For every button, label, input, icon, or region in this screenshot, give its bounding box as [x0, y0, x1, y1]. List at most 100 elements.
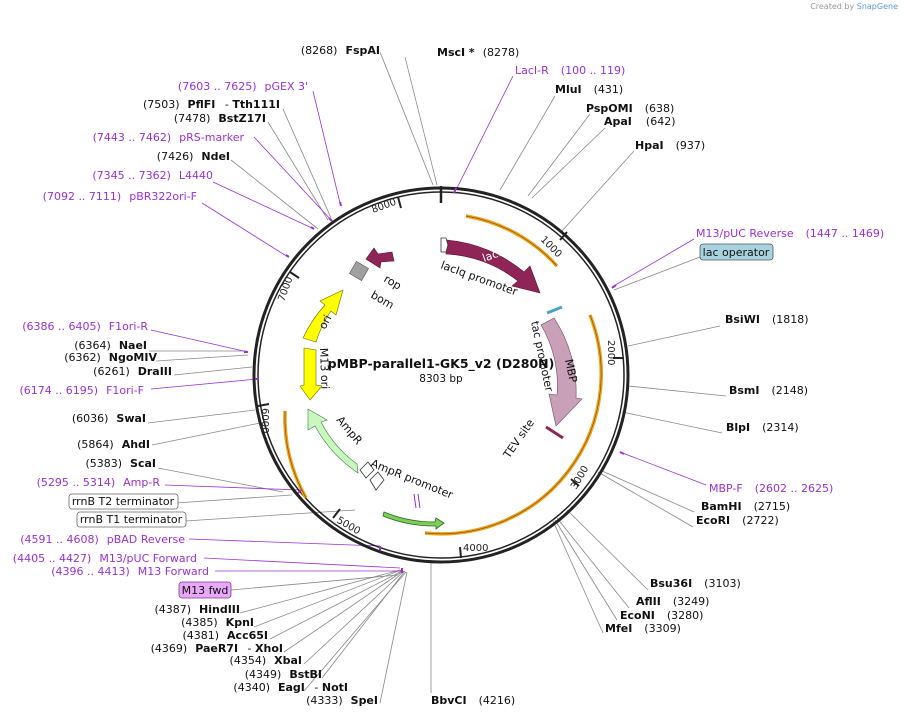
- svg-text:(4381)Acc65I: (4381)Acc65I: [182, 629, 268, 642]
- enzyme-bbvci[interactable]: BbvCI: [431, 694, 467, 707]
- svg-text:(6174 .. 6195)F1ori-F: (6174 .. 6195)F1ori-F: [20, 384, 145, 397]
- enzyme-kpnI[interactable]: KpnI: [226, 616, 254, 629]
- tick-6000: 6000: [259, 408, 270, 433]
- primer-m13puc-reverse[interactable]: M13/pUC Reverse: [696, 227, 794, 240]
- lac-operator-label: lac operator: [703, 246, 770, 259]
- svg-text:MscI *(8278): MscI *(8278): [437, 46, 519, 59]
- primer-l4440[interactable]: L4440: [179, 169, 213, 182]
- enzyme-paer7i[interactable]: PaeR7I: [195, 642, 238, 655]
- svg-text:(4340)EagI - NotI: (4340)EagI - NotI: [233, 681, 348, 694]
- svg-text:(4396 .. 4413)M13 Forward: (4396 .. 4413)M13 Forward: [51, 565, 209, 578]
- tick-1000: 1000: [538, 234, 564, 260]
- svg-text:MfeI(3309): MfeI(3309): [605, 622, 681, 635]
- primer-pgex-3[interactable]: pGEX 3': [264, 80, 308, 93]
- enzyme-bstz17i[interactable]: BstZ17I: [218, 112, 266, 125]
- plasmid-length: 8303 bp: [419, 373, 463, 385]
- primer-prs-marker[interactable]: pRS-marker: [179, 131, 244, 144]
- enzyme-ecori[interactable]: EcoRI: [696, 514, 730, 527]
- enzyme-xbaI[interactable]: XbaI: [274, 654, 302, 667]
- enzyme-mfeI[interactable]: MfeI: [605, 622, 632, 635]
- primer-f1ori-r[interactable]: F1ori-R: [109, 320, 149, 333]
- enzyme-notI[interactable]: NotI: [322, 681, 348, 694]
- rop-label: rop: [382, 272, 404, 292]
- enzyme-tth111i[interactable]: Tth111I: [232, 98, 280, 111]
- enzyme-scaI[interactable]: ScaI: [130, 457, 156, 470]
- enzyme-hpaI[interactable]: HpaI: [635, 139, 664, 152]
- svg-text:HpaI(937): HpaI(937): [635, 139, 705, 152]
- lac-operator-box[interactable]: lac operator: [699, 243, 774, 261]
- enzyme-pspomi[interactable]: PspOMI: [586, 102, 633, 115]
- enzyme-swaI[interactable]: SwaI: [116, 412, 146, 425]
- enzyme-bsmI[interactable]: BsmI: [729, 384, 760, 397]
- svg-text:(6261)DraIII: (6261)DraIII: [93, 365, 172, 378]
- svg-text:(7443 .. 7462)pRS-marker: (7443 .. 7462)pRS-marker: [93, 131, 245, 144]
- primer-f1ori-f[interactable]: F1ori-F: [106, 384, 144, 397]
- enzyme-eagI[interactable]: EagI: [278, 681, 305, 694]
- enzyme-ngomiv[interactable]: NgoMIV: [109, 351, 158, 364]
- enzyme-blpI[interactable]: BlpI: [726, 421, 750, 434]
- primer-m13-forward[interactable]: M13 Forward: [138, 565, 209, 578]
- left-primer-labels: (7603 .. 7625)pGEX 3' (7443 .. 7462)pRS-…: [13, 80, 308, 578]
- enzyme-acc65i[interactable]: Acc65I: [227, 629, 268, 642]
- enzyme-draiii[interactable]: DraIII: [138, 365, 172, 378]
- enzyme-ahdI[interactable]: AhdI: [122, 438, 150, 451]
- enzyme-apaI[interactable]: ApaI: [604, 115, 632, 128]
- svg-text:BbvCI(4216): BbvCI(4216): [431, 694, 515, 707]
- enzyme-mluI[interactable]: MluI: [555, 83, 582, 96]
- enzyme-bsu36i[interactable]: Bsu36I: [650, 577, 692, 590]
- svg-text:M13/pUC Reverse(1447 .. 1469): M13/pUC Reverse(1447 .. 1469): [696, 227, 884, 240]
- primer-pbr322ori-f[interactable]: pBR322ori-F: [129, 190, 197, 203]
- svg-text:BsmI(2148): BsmI(2148): [729, 384, 808, 397]
- rrnb-t2-terminator-box[interactable]: rrnB T2 terminator: [68, 493, 179, 510]
- features: [299, 237, 583, 530]
- svg-text:(4333)SpeI: (4333)SpeI: [306, 694, 378, 707]
- enzyme-aflii[interactable]: AflII: [636, 595, 661, 608]
- enzyme-xhoI[interactable]: XhoI: [255, 642, 283, 655]
- enzyme-bstbi[interactable]: BstBI: [289, 668, 322, 681]
- m13-ori-arrow: [299, 347, 323, 401]
- primer-pbad-reverse[interactable]: pBAD Reverse: [107, 533, 185, 546]
- rrnb-t1-terminator-box[interactable]: rrnB T1 terminator: [76, 511, 187, 528]
- enzyme-hindiii[interactable]: HindIII: [199, 603, 240, 616]
- svg-text:(6036)SwaI: (6036)SwaI: [72, 412, 146, 425]
- tick-5000: 5000: [335, 515, 363, 537]
- svg-text:(4387)HindIII: (4387)HindIII: [154, 603, 240, 616]
- right-enzyme-labels: MscI *(8278) MluI(431) PspOMI(638) ApaI(…: [431, 46, 809, 707]
- svg-text:EcoRI(2722): EcoRI(2722): [696, 514, 779, 527]
- svg-text:(5295 .. 5314)Amp-R: (5295 .. 5314)Amp-R: [37, 476, 161, 489]
- primer-laci-r[interactable]: LacI-R: [515, 64, 549, 77]
- enzyme-speI[interactable]: SpeI: [351, 694, 378, 707]
- m13-fwd-box[interactable]: M13 fwd: [178, 581, 232, 599]
- svg-text:(4354)XbaI: (4354)XbaI: [230, 654, 302, 667]
- ampr-promoter-arrow: [359, 461, 375, 479]
- svg-text:(6386 .. 6405)F1ori-R: (6386 .. 6405)F1ori-R: [22, 320, 148, 333]
- svg-text:(4369)PaeR7I - XhoI: (4369)PaeR7I - XhoI: [151, 642, 283, 655]
- svg-text:(5383)ScaI: (5383)ScaI: [85, 457, 156, 470]
- enzyme-bamhi[interactable]: BamHI: [701, 500, 742, 513]
- snapgene-logo: SnapGene: [856, 2, 898, 11]
- enzyme-bsiwi[interactable]: BsiWI: [725, 313, 760, 326]
- ampr-arrow: [307, 408, 359, 474]
- svg-text:(6362)NgoMIV: (6362)NgoMIV: [64, 351, 157, 364]
- svg-text:(4591 .. 4608)pBAD Reverse: (4591 .. 4608)pBAD Reverse: [20, 533, 185, 546]
- svg-text:EcoNI(3280): EcoNI(3280): [620, 609, 703, 622]
- primer-m13puc-forward[interactable]: M13/pUC Forward: [99, 552, 197, 565]
- rop-arrow: [365, 247, 395, 269]
- lacIq-promoter-arrow: [440, 237, 449, 253]
- enzyme-econi[interactable]: EcoNI: [620, 609, 655, 622]
- rrnb-t1-terminator-label: rrnB T1 terminator: [80, 513, 183, 526]
- enzyme-pflfi[interactable]: PflFI: [188, 98, 216, 111]
- leader-lines: [147, 51, 727, 704]
- left-enzyme-labels: (8268)FspAI (7503)PflFI - Tth111I (7478)…: [64, 44, 380, 707]
- svg-text:BamHI(2715): BamHI(2715): [701, 500, 790, 513]
- enzyme-mscI[interactable]: MscI *: [437, 46, 475, 59]
- primer-mbp-f[interactable]: MBP-F: [709, 482, 743, 495]
- enzyme-naeI[interactable]: NaeI: [119, 339, 147, 352]
- enzyme-ndeI[interactable]: NdeI: [201, 150, 230, 163]
- svg-text:(7426)NdeI: (7426)NdeI: [157, 150, 230, 163]
- ori-arrow: [302, 289, 344, 343]
- enzyme-fspai[interactable]: FspAI: [345, 44, 380, 57]
- primer-amp-r[interactable]: Amp-R: [123, 476, 160, 489]
- svg-text:LacI-R(100 .. 119): LacI-R(100 .. 119): [515, 64, 625, 77]
